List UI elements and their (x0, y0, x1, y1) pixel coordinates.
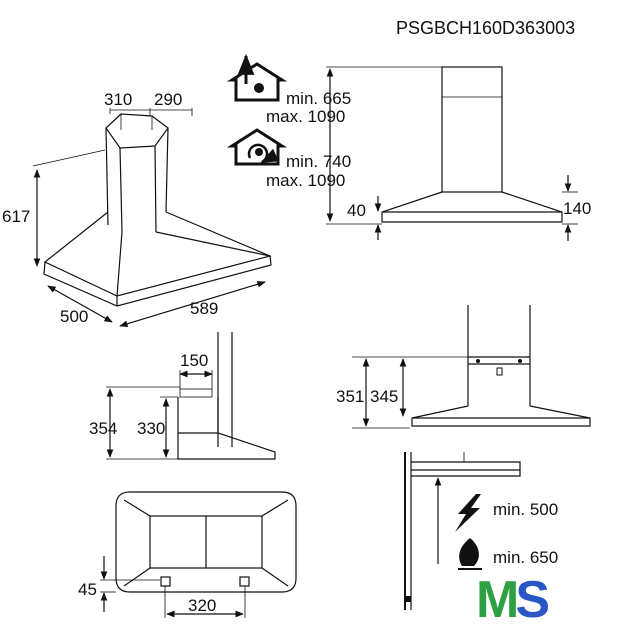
product-code: PSGBCH160D363003 (396, 18, 575, 38)
front-left-label: 40 (347, 201, 366, 220)
recirculation-max: max. 1090 (266, 171, 345, 190)
bracket-total-label: 351 (336, 387, 364, 406)
chimney-depth-label: 290 (154, 90, 182, 109)
clearance-electric: min. 500 (493, 500, 558, 519)
extraction-min: min. 665 (286, 89, 351, 108)
gas-flame-icon (459, 538, 479, 566)
bracket-height-label: 345 (370, 387, 398, 406)
extraction-mode-icon (226, 53, 288, 102)
recirculation-mode-icon (226, 128, 288, 166)
hood-overview: 310 290 617 500 589 (2, 90, 272, 328)
recirculation-min: min. 740 (286, 152, 351, 171)
side-view: 150 354 330 (89, 332, 276, 460)
height-specs: min. 665 max. 1090 min. 740 max. 1090 (226, 53, 442, 222)
brand-logo: MS (476, 570, 550, 630)
bottom-offset-label: 45 (78, 580, 97, 599)
logo-s: S (515, 571, 550, 629)
width-label: 589 (190, 299, 218, 318)
chimney-width-label: 310 (104, 90, 132, 109)
logo-m: M (476, 571, 519, 629)
bottom-spacing-label: 320 (188, 596, 216, 615)
side-total-height-label: 354 (89, 419, 117, 438)
duct-width-label: 150 (180, 351, 208, 370)
bracket-view: 351 345 (336, 305, 591, 429)
electric-hob-icon (455, 494, 481, 532)
depth-label: 500 (60, 307, 88, 326)
front-right-label: 140 (563, 199, 591, 218)
extraction-max: max. 1090 (266, 107, 345, 126)
front-view: 40 140 (326, 66, 591, 241)
clearance-view: min. 500 min. 650 (404, 452, 558, 610)
body-height-label: 617 (2, 207, 30, 226)
clearance-gas: min. 650 (493, 548, 558, 567)
bottom-view: 320 45 (78, 491, 297, 618)
side-body-height-label: 330 (137, 419, 165, 438)
